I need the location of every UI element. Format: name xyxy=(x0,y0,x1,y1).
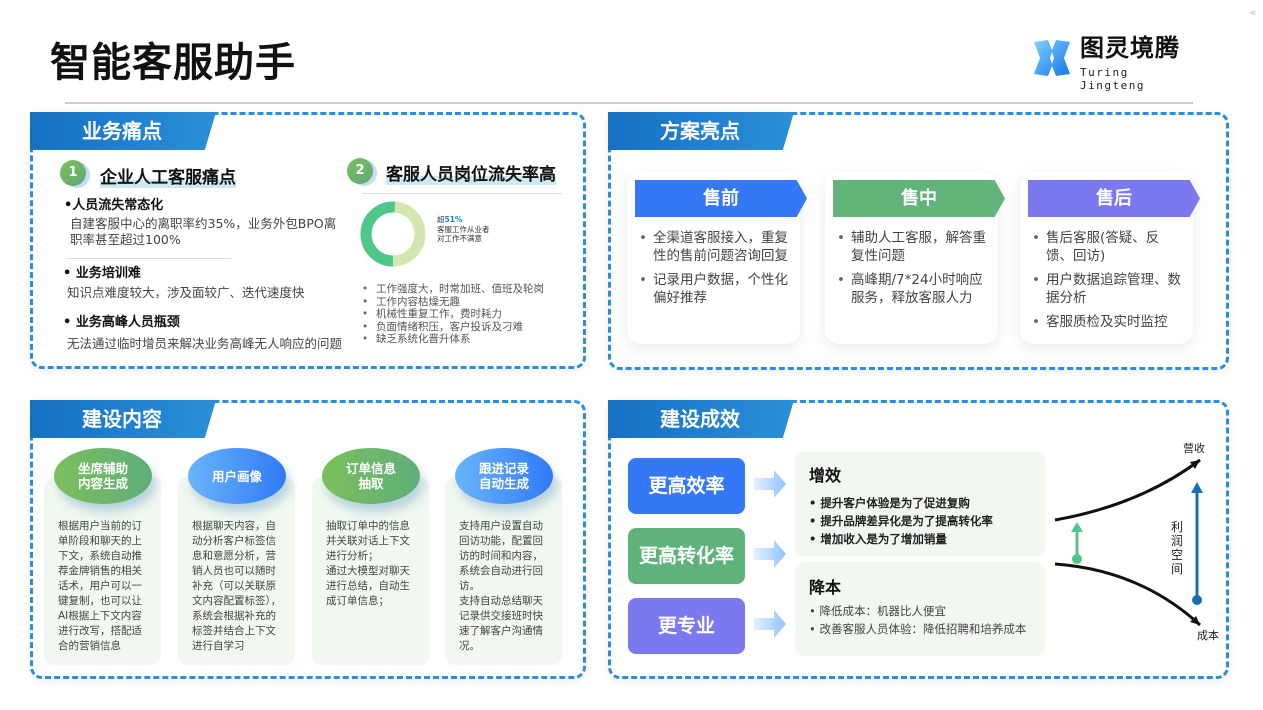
list-item: • 提升品牌差异化是为了提高转化率 xyxy=(809,514,993,528)
build-card: 支持用户设置自动回访功能，配置回访的时间和内容，系统会自动进行回访。 支持自动总… xyxy=(445,477,562,665)
divider xyxy=(362,193,562,194)
build-item-badge: 坐席辅助内容生成 xyxy=(54,448,152,504)
list-item: 全渠道客服接入，重复性的售前问题咨询回复 xyxy=(639,229,790,265)
logo: 图灵境腾 Turing Jingteng xyxy=(1030,34,1190,92)
card-title: 售后 xyxy=(1028,180,1200,217)
donut-line2: 对工作不满意 xyxy=(437,234,482,243)
build-card: 抽取订单中的信息并关联对话上下文进行分析； 通过大模型对聊天进行总结，自动生成订… xyxy=(312,477,429,665)
card-list: 全渠道客服接入，重复性的售前问题咨询回复记录用户数据，个性化偏好推荐 xyxy=(627,217,800,307)
list-item: 机械性重复工作，费时耗力 xyxy=(362,308,544,321)
list-item: 缺乏系统化晋升体系 xyxy=(362,333,544,346)
list-item: 售后客服(答疑、反馈、回访) xyxy=(1032,229,1183,265)
right-arrow-icon xyxy=(754,470,786,498)
build-header: 建设内容 xyxy=(30,400,216,438)
logo-subtext: Turing Jingteng xyxy=(1080,66,1145,92)
badge-line: 跟进记录 xyxy=(478,461,529,476)
badge-line: 自动生成 xyxy=(478,476,529,491)
badge-line: 抽取 xyxy=(358,476,384,491)
effect-header: 建设成效 xyxy=(608,400,794,438)
page-title: 智能客服助手 xyxy=(50,40,296,86)
build-item-badge: 跟进记录自动生成 xyxy=(455,448,553,504)
revenue-label: 营收 xyxy=(1183,442,1205,455)
pain-points-header: 业务痛点 xyxy=(30,112,216,150)
card-list: 辅助人工客服，解答重复性问题高峰期/7*24小时响应服务，释放客服人力 xyxy=(825,217,998,307)
right-arrow-icon xyxy=(754,610,786,638)
build-card: 根据用户当前的订单阶段和聊天的上下文，系统自动推荐金牌销售的相关话术，用户可以一… xyxy=(44,477,161,665)
list-item: • 提升客户体验是为了促进复购 xyxy=(809,496,970,510)
donut-chart xyxy=(360,201,426,267)
turnover-reasons-list: 工作强度大，时常加班、值班及轮岗 工作内容枯燥无趣 机械性重复工作，费时耗力 负… xyxy=(362,283,544,346)
donut-prefix: 超 xyxy=(437,215,445,224)
card-title: 售前 xyxy=(635,180,807,217)
higher-conversion-button[interactable]: 更高转化率 xyxy=(628,528,745,584)
cost-label: 成本 xyxy=(1197,629,1219,642)
badge-line: 用户画像 xyxy=(211,468,262,484)
right-arrow-icon xyxy=(754,540,786,568)
card-desc: 根据聊天内容，自动分析客户标签信息和意愿分析，营销人员也可以随时补充（可以关联原… xyxy=(192,520,282,652)
arrow-head-icon xyxy=(1191,482,1203,493)
logo-icon xyxy=(1034,40,1070,76)
arrow-head-icon xyxy=(1190,616,1200,625)
cost-curve xyxy=(1054,562,1202,627)
list-item: 负面情绪积压，客户投诉及刁难 xyxy=(362,321,544,334)
donut-line1: 客服工作从业者 xyxy=(437,224,490,234)
badge-line: 内容生成 xyxy=(77,476,128,491)
efficiency-gain-box: 增效 • 提升客户体验是为了促进复购 • 提升品牌差异化是为了提高转化率 • 增加收… xyxy=(795,452,1045,556)
list-item: • 改善客服人员体验：降低招聘和培养成本 xyxy=(809,622,1027,636)
card-title: 售中 xyxy=(833,180,1005,217)
list-item: 工作强度大，时常加班、值班及轮岗 xyxy=(362,283,544,296)
box-title: 增效 xyxy=(809,466,842,485)
box-title: 降本 xyxy=(809,578,842,597)
item-title: • 业务高峰人员瓶颈 xyxy=(63,315,180,330)
solution-card: 售后售后客服(答疑、反馈、回访) 用户数据追踪管理、数据分析客服质检及实时监控 xyxy=(1020,172,1200,344)
build-card: 根据聊天内容，自动分析客户标签信息和意愿分析，营销人员也可以随时补充（可以关联原… xyxy=(178,477,295,665)
list-item: 工作内容枯燥无趣 xyxy=(362,296,544,309)
list-item: 辅助人工客服，解答重复性问题 xyxy=(837,229,988,265)
section-number: 2 xyxy=(347,158,373,184)
item-desc: 自建客服中心的离职率约35%，业务外包BPO离职率甚至超过100% xyxy=(70,216,337,247)
list-item: 客服质检及实时监控 xyxy=(1032,313,1183,331)
card-desc: 支持用户设置自动回访功能，配置回访的时间和内容，系统会自动进行回访。 支持自动总… xyxy=(459,520,543,652)
item-title: • 业务培训难 xyxy=(63,266,141,281)
card-list: 售后客服(答疑、反馈、回访) 用户数据追踪管理、数据分析客服质检及实时监控 xyxy=(1020,217,1193,331)
solution-card: 售中辅助人工客服，解答重复性问题高峰期/7*24小时响应服务，释放客服人力 xyxy=(825,172,1005,344)
collapse-button[interactable]: « xyxy=(1249,6,1257,19)
arrow-head-icon xyxy=(1071,522,1083,532)
card-desc: 根据用户当前的订单阶段和聊天的上下文，系统自动推荐金牌销售的相关话术，用户可以一… xyxy=(58,520,142,652)
arrow-head-icon xyxy=(1190,460,1200,469)
higher-efficiency-button[interactable]: 更高效率 xyxy=(628,458,745,514)
divider xyxy=(66,258,231,259)
solution-header: 方案亮点 xyxy=(608,112,794,150)
list-item: 记录用户数据，个性化偏好推荐 xyxy=(639,271,790,307)
section-title: 客服人员岗位流失率高 xyxy=(386,160,556,185)
badge-line: 订单信息 xyxy=(345,461,396,476)
item-desc: 无法通过临时增员来解决业务高峰无人响应的问题 xyxy=(67,336,343,351)
card-desc: 抽取订单中的信息并关联对话上下文进行分析； 通过大模型对聊天进行总结，自动生成订… xyxy=(326,520,410,607)
donut-value: 51% xyxy=(444,215,463,224)
item-desc: 知识点难度较大，涉及面较广、迭代速度快 xyxy=(67,285,305,300)
donut-label: 超51% 客服工作从业者 对工作不满意 xyxy=(437,215,490,244)
more-professional-button[interactable]: 更专业 xyxy=(628,598,745,654)
solution-card: 售前全渠道客服接入，重复性的售前问题咨询回复记录用户数据，个性化偏好推荐 xyxy=(627,172,807,344)
list-item: 用户数据追踪管理、数据分析 xyxy=(1032,271,1183,307)
donut-value-arc xyxy=(360,201,426,267)
divider xyxy=(65,102,1193,104)
logo-text: 图灵境腾 xyxy=(1080,34,1180,62)
badge-line: 坐席辅助 xyxy=(77,461,128,476)
section-title: 企业人工客服痛点 xyxy=(100,163,236,188)
list-item: 高峰期/7*24小时响应服务，释放客服人力 xyxy=(837,271,988,307)
revenue-curve xyxy=(1054,458,1201,522)
section-number: 1 xyxy=(60,160,86,186)
cost-reduction-box: 降本 • 降低成本：机器比人便宜 • 改善客服人员体验：降低招聘和培养成本 xyxy=(795,562,1045,656)
arrow-icons xyxy=(754,470,786,638)
build-item-badge: 订单信息抽取 xyxy=(322,448,420,504)
item-title: •人员流失常态化 xyxy=(64,198,164,213)
build-item-badge: 用户画像 xyxy=(188,448,286,504)
profit-diagram xyxy=(1054,458,1203,627)
list-item: • 降低成本：机器比人便宜 xyxy=(809,604,946,618)
profit-space-label: 利润空间 xyxy=(1171,520,1184,576)
list-item: • 增加收入是为了增加销量 xyxy=(809,532,947,546)
